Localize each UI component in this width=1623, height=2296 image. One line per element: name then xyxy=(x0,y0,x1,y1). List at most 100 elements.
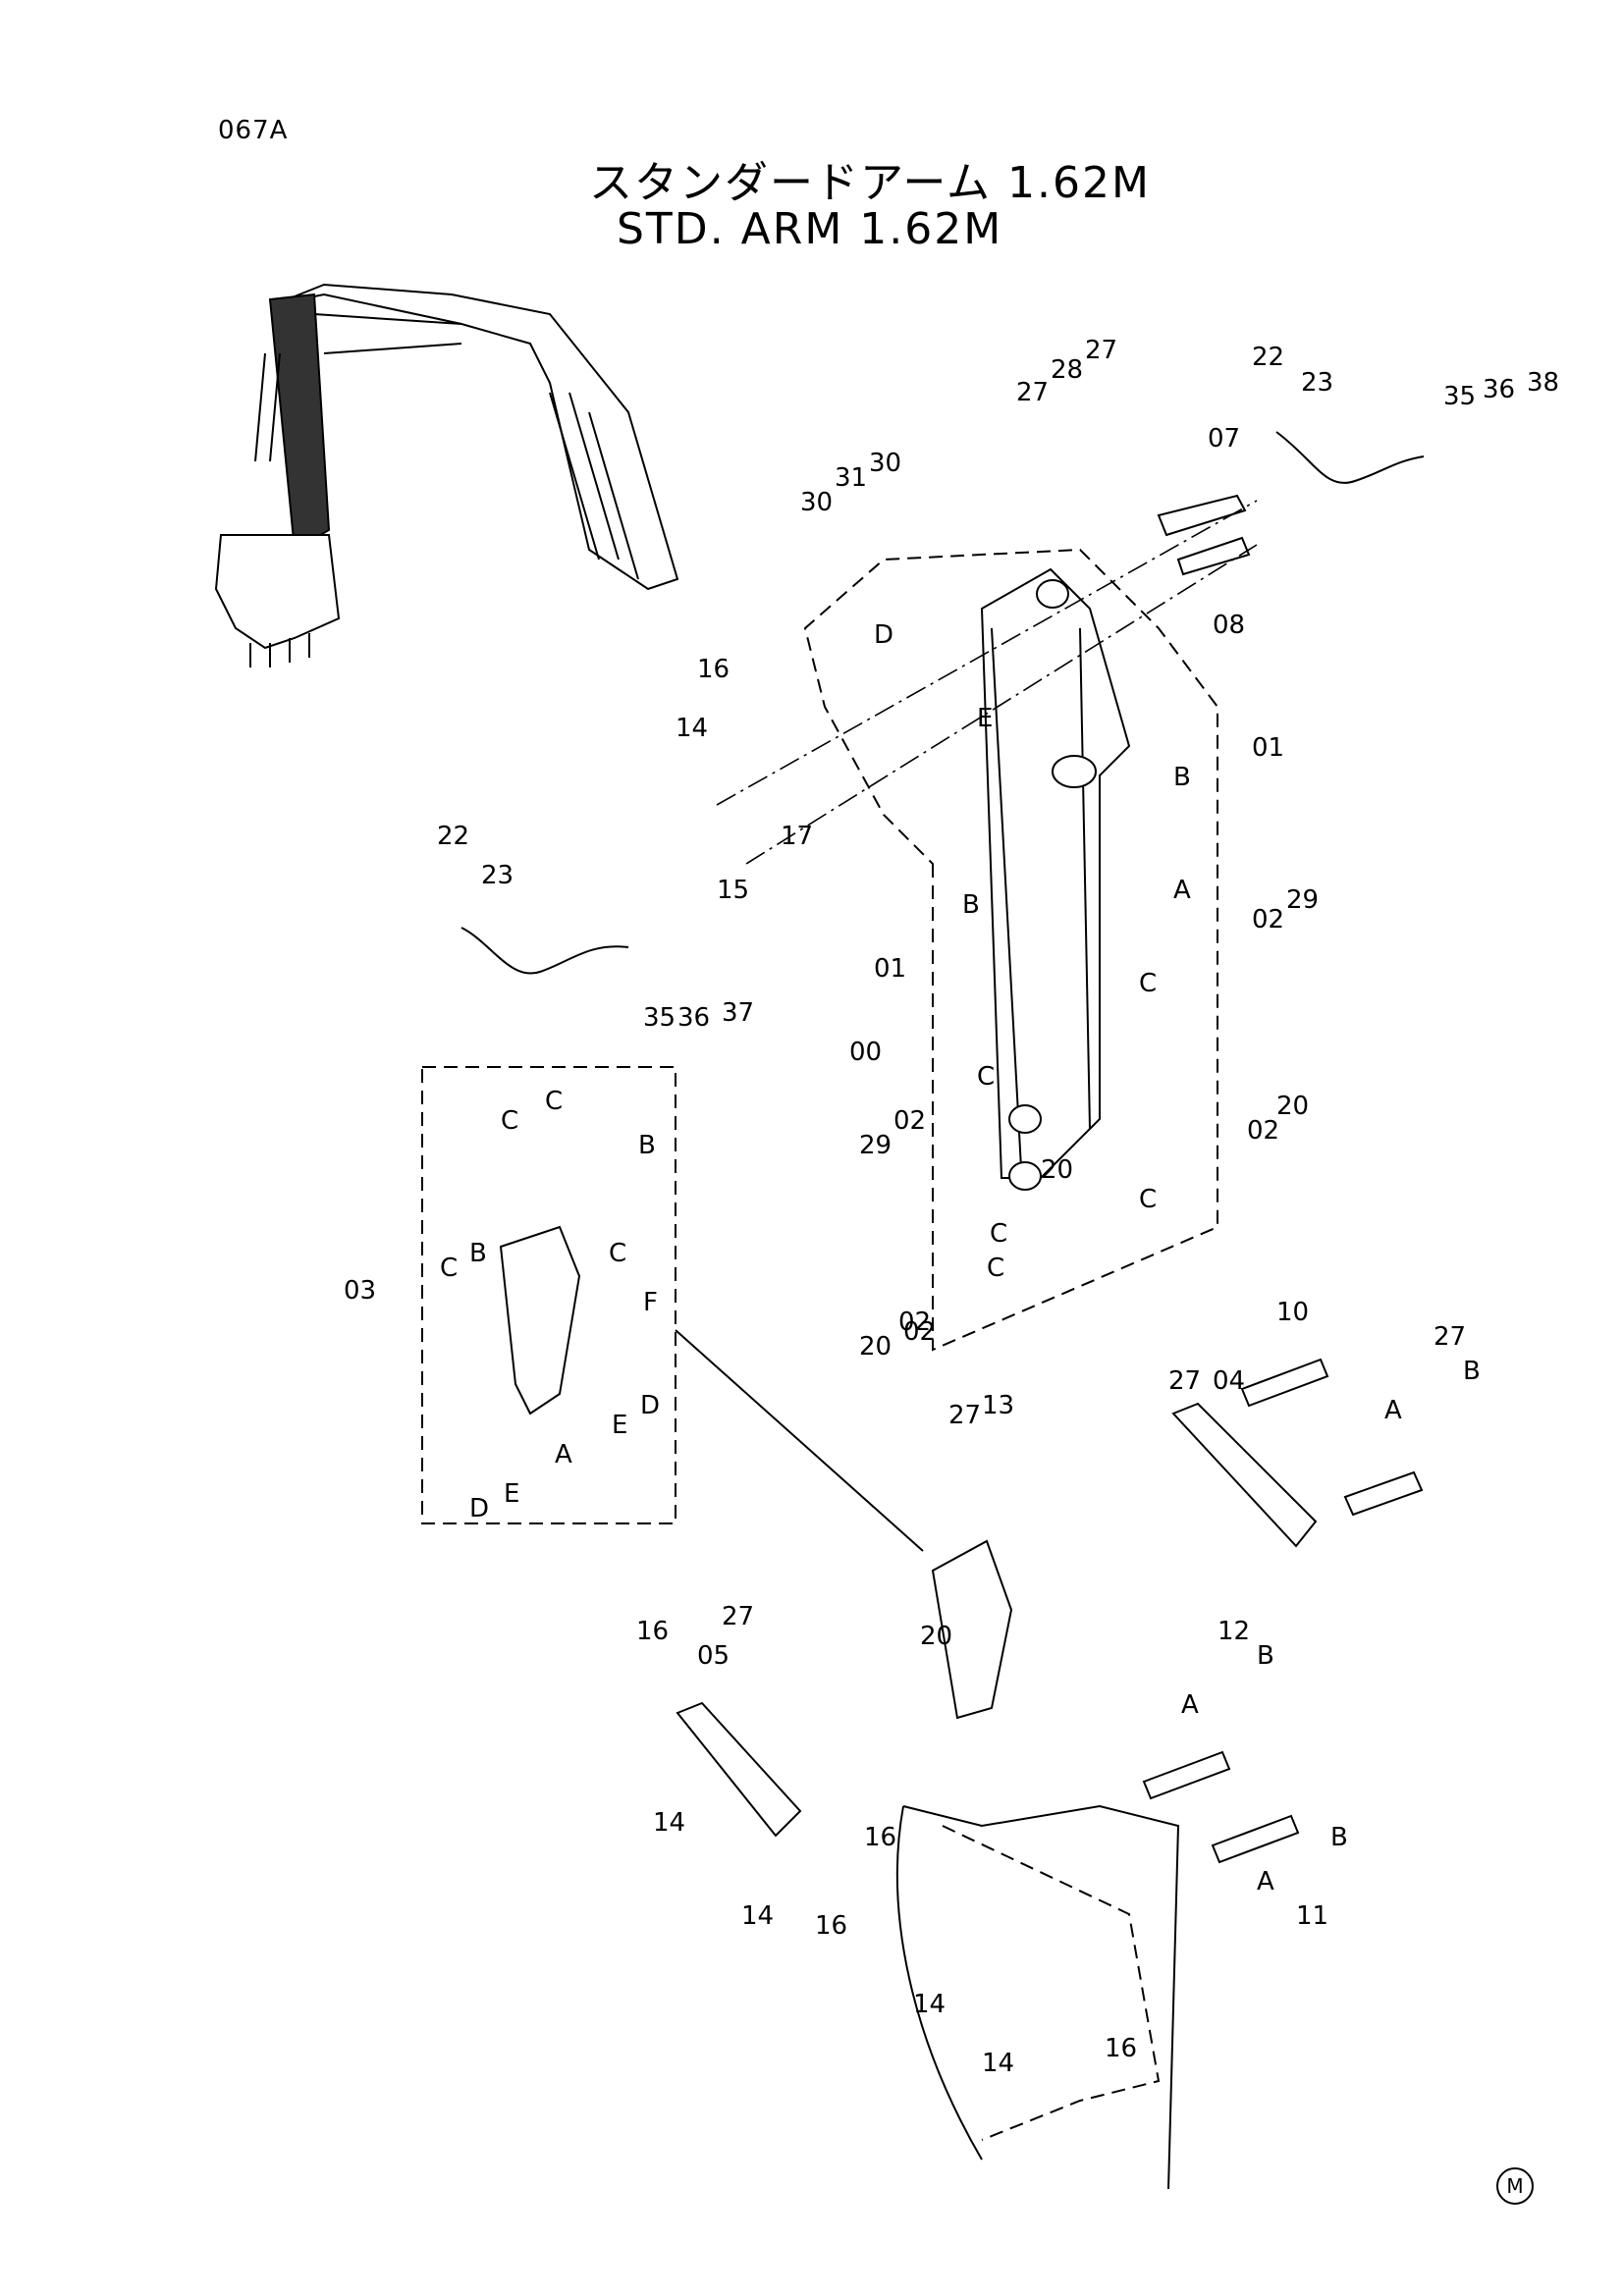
part-label: 08 xyxy=(1213,611,1245,640)
part-label: 27 xyxy=(1085,336,1117,365)
excavator-thumbnail xyxy=(214,283,679,667)
part-label: 23 xyxy=(1301,368,1333,398)
part-label: 16 xyxy=(864,1823,896,1852)
part-label: 38 xyxy=(1527,368,1559,398)
part-label: 23 xyxy=(481,861,514,890)
part-label: 16 xyxy=(815,1911,847,1941)
part-label: 02 xyxy=(898,1308,931,1337)
bucket-dashed xyxy=(942,1825,1161,2141)
part-label: 35 xyxy=(1443,382,1476,411)
link-04 xyxy=(1171,1402,1318,1548)
part-label: 37 xyxy=(722,998,754,1028)
bucket-outline xyxy=(895,1804,1180,2190)
part-label: A xyxy=(1384,1396,1402,1425)
group-03-box xyxy=(421,1066,676,1524)
part-label: B xyxy=(1257,1641,1274,1671)
part-label: 02 xyxy=(893,1106,926,1136)
part-label: D xyxy=(469,1494,489,1523)
arm-body xyxy=(980,567,1131,1191)
part-label: 13 xyxy=(982,1391,1014,1420)
part-label: 29 xyxy=(1286,885,1319,915)
part-label: 30 xyxy=(800,488,833,517)
part-label: 17 xyxy=(781,822,813,851)
pin-10 xyxy=(1240,1358,1329,1408)
part-label: 20 xyxy=(920,1622,952,1651)
part-label: 27 xyxy=(948,1401,981,1430)
part-label: 36 xyxy=(677,1003,710,1033)
link-03-body xyxy=(499,1225,581,1415)
part-label: 35 xyxy=(643,1003,676,1033)
part-label: 05 xyxy=(697,1641,730,1671)
part-label: 31 xyxy=(835,463,867,493)
part-label: 27 xyxy=(722,1602,754,1631)
part-label: E xyxy=(504,1479,519,1509)
part-label: C xyxy=(990,1219,1007,1249)
part-label: 20 xyxy=(1276,1092,1309,1121)
part-label: 22 xyxy=(437,822,469,851)
part-label: C xyxy=(440,1254,458,1283)
part-label: 04 xyxy=(1213,1366,1245,1396)
part-label: A xyxy=(1181,1690,1199,1720)
page-title-japanese: スタンダードアーム 1.62M xyxy=(589,158,1151,208)
part-label: B xyxy=(469,1239,487,1268)
part-label: 36 xyxy=(1483,375,1515,404)
part-label: 14 xyxy=(653,1808,685,1838)
pin-11 xyxy=(1211,1814,1300,1864)
part-label: 01 xyxy=(1252,733,1284,763)
pins-07-08 xyxy=(716,494,1258,865)
part-label: 30 xyxy=(869,449,901,478)
link-05 xyxy=(676,1701,802,1838)
pin-12 xyxy=(1142,1750,1231,1800)
group-00-outline xyxy=(803,548,1218,1352)
part-label: 22 xyxy=(1252,343,1284,372)
part-label: D xyxy=(640,1391,660,1420)
part-label: 14 xyxy=(676,714,708,743)
part-label: 29 xyxy=(859,1131,892,1160)
part-label: 03 xyxy=(344,1276,376,1306)
part-label: 14 xyxy=(913,1990,946,2019)
part-label: 14 xyxy=(741,1901,774,1931)
hose-upper xyxy=(1275,431,1425,484)
page-title-english: STD. ARM 1.62M xyxy=(617,204,1003,254)
part-label: E xyxy=(977,704,993,733)
part-label: D xyxy=(874,620,893,650)
part-label: 15 xyxy=(717,876,749,905)
part-label: B xyxy=(1330,1823,1348,1852)
part-label: F xyxy=(643,1288,658,1317)
part-label: 16 xyxy=(1105,2034,1137,2063)
part-label: 10 xyxy=(1276,1298,1309,1327)
part-label: B xyxy=(1173,763,1191,792)
pin-13 xyxy=(1343,1470,1424,1517)
page-code: 067A xyxy=(218,116,289,145)
part-label: 02 xyxy=(903,1317,936,1347)
part-label: 16 xyxy=(697,655,730,684)
part-label: 20 xyxy=(1041,1155,1073,1185)
part-label: 27 xyxy=(1016,378,1049,407)
corner-mark: M xyxy=(1496,2167,1534,2205)
part-label: 11 xyxy=(1296,1901,1328,1931)
part-label: A xyxy=(555,1440,572,1469)
part-label: 00 xyxy=(849,1038,882,1067)
part-label: 14 xyxy=(982,2049,1014,2078)
part-label: 01 xyxy=(874,954,906,984)
part-label: 02 xyxy=(1252,905,1284,934)
hose-left xyxy=(460,927,629,975)
connection-leader xyxy=(675,1329,924,1552)
part-label: 28 xyxy=(1051,355,1083,385)
part-label: B xyxy=(962,890,980,920)
part-label: 20 xyxy=(859,1332,892,1362)
part-label: C xyxy=(501,1106,518,1136)
part-label: 16 xyxy=(636,1617,669,1646)
part-label: B xyxy=(1463,1357,1481,1386)
part-label: 07 xyxy=(1208,424,1240,454)
part-label: C xyxy=(1139,969,1157,998)
part-label: C xyxy=(545,1087,563,1116)
part-label: A xyxy=(1257,1867,1274,1896)
part-label: B xyxy=(638,1131,656,1160)
part-label: 12 xyxy=(1217,1617,1250,1646)
bucket-link-upper xyxy=(931,1539,1013,1720)
part-label: A xyxy=(1173,876,1191,905)
part-label: C xyxy=(977,1062,995,1092)
